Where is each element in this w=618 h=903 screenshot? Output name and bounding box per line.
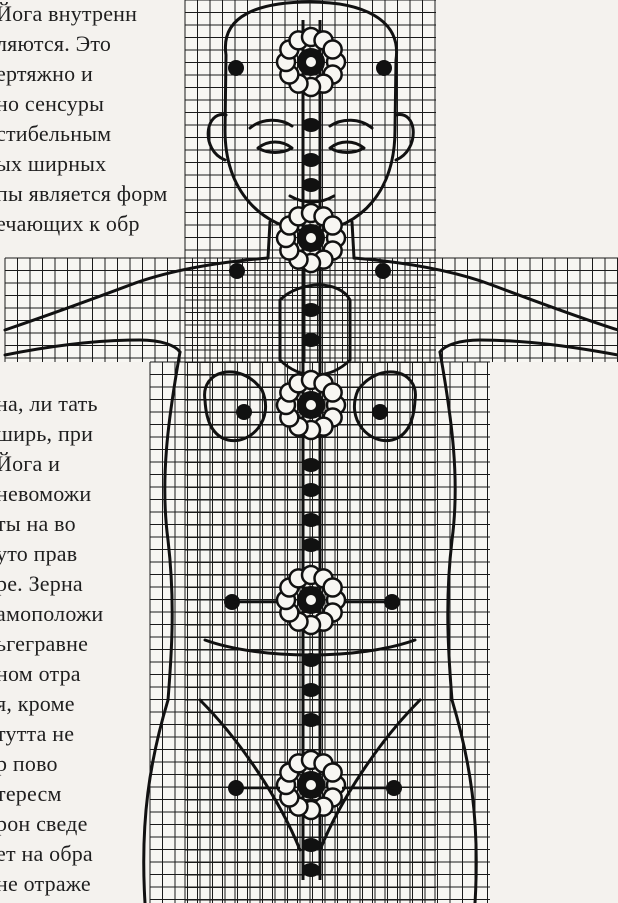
channel-node xyxy=(302,838,320,852)
energy-point xyxy=(375,263,391,279)
channel-node xyxy=(302,333,320,347)
channel-node xyxy=(302,303,320,317)
energy-point xyxy=(236,404,252,420)
energy-point xyxy=(229,263,245,279)
neck-left xyxy=(268,222,270,258)
channel-node xyxy=(302,153,320,167)
energy-point xyxy=(376,60,392,76)
neck-right xyxy=(352,222,354,258)
channel-node xyxy=(302,178,320,192)
channel-node xyxy=(302,713,320,727)
energy-point xyxy=(228,60,244,76)
energy-point xyxy=(372,404,388,420)
channel-node xyxy=(302,458,320,472)
channel-node xyxy=(302,863,320,877)
channel-node xyxy=(302,118,320,132)
channel-node xyxy=(302,683,320,697)
channel-node xyxy=(302,538,320,552)
channel-node xyxy=(302,513,320,527)
channel-node xyxy=(302,483,320,497)
channel-node xyxy=(302,653,320,667)
